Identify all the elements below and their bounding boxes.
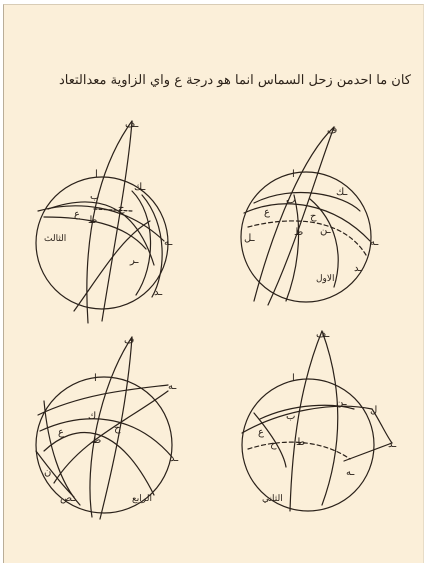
dashed-parallel [247, 220, 367, 256]
label-h: ـه [164, 237, 173, 248]
figure-top-right: ف ا ب ط ح ع ـه ـد ـك ـل ـن الاول [240, 125, 379, 306]
lune-outer-arc [86, 120, 133, 324]
label-he: ـه [168, 381, 177, 392]
ecliptic-arc [47, 201, 155, 266]
label-r: ـر [129, 255, 140, 266]
figure-caption: الثالث [44, 234, 66, 244]
label-t: ط [92, 435, 101, 446]
horizon-arc [37, 384, 169, 416]
label-n: ـن [320, 225, 332, 236]
extension-arc [371, 408, 393, 444]
dashed-chord [93, 208, 133, 212]
diagonal-arc [53, 390, 169, 484]
label-he: ـه [370, 237, 379, 248]
label-d: ـد [154, 287, 163, 298]
figure-caption: الرابع [132, 494, 152, 504]
label-k: ـك [336, 187, 348, 198]
label-alif: ا [292, 373, 295, 384]
label-h: ح [270, 439, 277, 450]
vertical-arc [285, 194, 300, 302]
figure-caption: الاول [316, 274, 335, 284]
label-b: ب [286, 195, 295, 206]
lune-outer-arc [289, 330, 323, 512]
label-d: ـد [170, 453, 179, 464]
manuscript-page: كان ما احدمن زحل السماس انما هو درجة ع و… [3, 4, 424, 563]
label-ain: ع [58, 427, 64, 438]
label-h: ح [114, 423, 121, 434]
label-b: ب [286, 411, 295, 422]
oblique-arc-2 [141, 194, 163, 298]
upper-arc [253, 191, 361, 212]
figure-caption: الثاني [262, 494, 283, 504]
label-he: ـه [346, 467, 355, 478]
label-t: ط [294, 227, 303, 238]
great-circle [241, 378, 375, 512]
ecliptic-arc [43, 431, 155, 496]
left-meridian [43, 400, 81, 506]
label-d: ـد [388, 439, 397, 450]
label-l: ـل [244, 233, 256, 244]
figure-bottom-left: ف ا ع ط ح ك ـه ـد ن ـص الرابع [35, 335, 179, 520]
label-f: ـف [125, 119, 139, 130]
label-ain: ع [258, 427, 264, 438]
label-k: ـك [134, 182, 146, 193]
oblique-arc-1 [131, 190, 152, 296]
lune-inner-arc [267, 126, 335, 306]
label-h: ح [310, 211, 317, 222]
arabic-heading: كان ما احدمن زحل السماس انما هو درجة ع و… [58, 73, 411, 88]
diagonal-arc [73, 220, 151, 312]
figure-bottom-right: ـف ا ب ط ح ع ـه ـد ل ـن الثاني [241, 329, 397, 512]
lune-inner-arc [99, 336, 133, 520]
lune-outer-arc [89, 336, 133, 518]
figure-top-left: ـف ا ب ط ج ع ـه ـد ـك ـر الثالث [35, 119, 173, 324]
label-t: ط [88, 215, 97, 226]
return-arc [343, 442, 393, 462]
label-f: ف [327, 125, 337, 136]
label-k: ك [88, 411, 96, 422]
lune-outer-arc [253, 126, 335, 302]
label-t: ط [296, 437, 305, 448]
label-f: ـف [316, 329, 330, 340]
lune-inner-arc [321, 330, 339, 506]
label-ain: ع [74, 209, 80, 220]
great-circle [35, 376, 173, 514]
horizon-arc [241, 405, 373, 434]
upper-arc [259, 404, 355, 420]
label-l: ل [370, 405, 377, 416]
label-n: ن [44, 467, 51, 478]
geometry-plates: ـف ا ب ط ج ع ـه ـد ـك ـر الثالث ف ا ب ط [35, 119, 397, 520]
label-b: ب [90, 191, 99, 202]
label-n: ـن [336, 397, 348, 408]
left-oblique-arc [253, 412, 287, 468]
great-circle [35, 176, 169, 310]
label-s: ـص [60, 493, 76, 504]
label-ain: ع [264, 207, 270, 218]
label-j: ج [118, 203, 125, 214]
label-d: ـد [354, 263, 363, 274]
label-alif: ا [292, 169, 295, 180]
great-circle [240, 171, 372, 303]
dashed-parallel [247, 441, 351, 460]
parallel-arc [43, 216, 147, 250]
horizon-arc [243, 203, 371, 242]
label-f: ف [124, 335, 134, 346]
label-alif: ا [94, 373, 97, 384]
parallel-arc [39, 418, 173, 458]
oblique-arc [309, 198, 339, 288]
label-alif: ا [95, 169, 98, 180]
lune-inner-arc [101, 120, 133, 322]
